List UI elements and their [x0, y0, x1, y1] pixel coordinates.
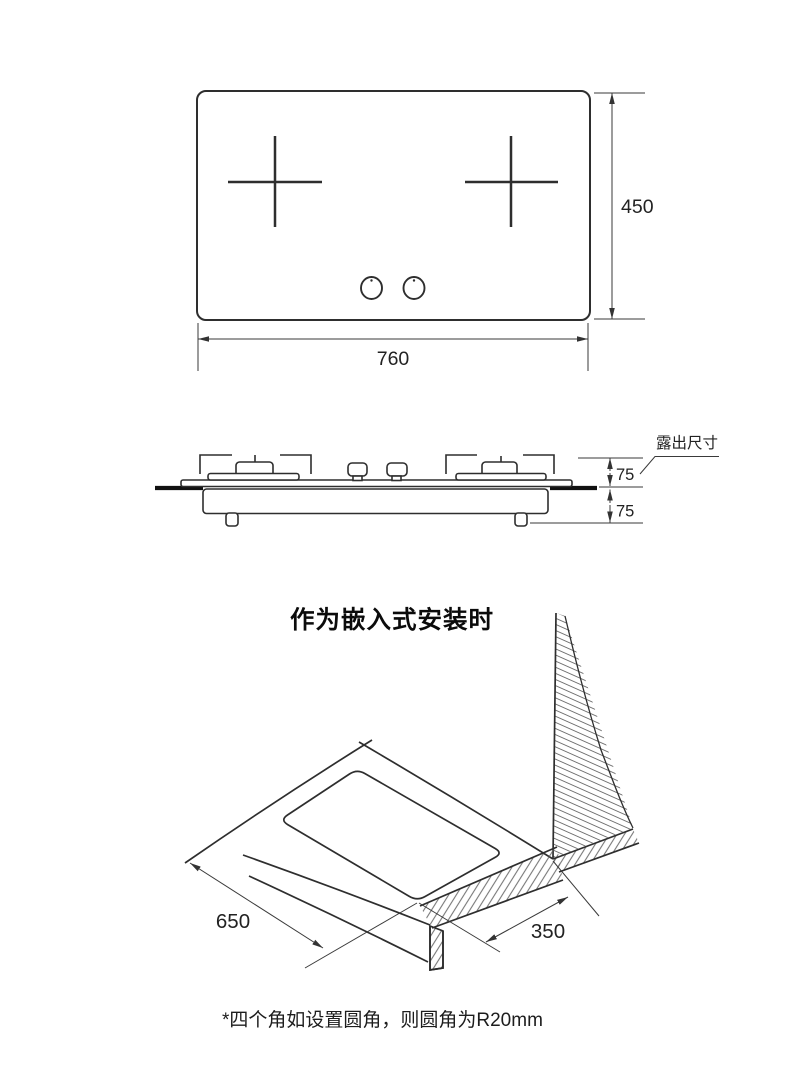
- top-view: 760 450: [196, 90, 654, 371]
- exposed-size-callout: [639, 456, 719, 475]
- counter-edge-past-wall-lower: [558, 842, 640, 873]
- burner-assembly-right: [445, 454, 555, 481]
- dimension-cutout-depth-value: 350: [531, 920, 565, 943]
- counter-edge-past-wall: [552, 828, 634, 860]
- callout-leader-line: [639, 456, 719, 475]
- witness-line: [418, 902, 501, 953]
- wall-broken-edge: [564, 615, 634, 829]
- side-view: 75 75 露出尺寸: [155, 434, 719, 527]
- burner-cross-left: [228, 136, 322, 227]
- stove-body: [202, 488, 549, 515]
- foot-left: [225, 512, 239, 527]
- dimension-depth-value: 450: [621, 196, 654, 218]
- burner-cross-right: [465, 136, 558, 227]
- knob-left-topview: [360, 276, 383, 300]
- knob-right-topview: [402, 276, 426, 300]
- cut-band-hatch: [420, 847, 563, 928]
- pan-support-bracket: [280, 454, 312, 474]
- front-apron-section: [429, 924, 444, 971]
- burner-assembly-left: [199, 454, 312, 481]
- isometric-cutout-view: 650 350: [184, 612, 640, 971]
- knob-indicator-dot: [412, 279, 416, 282]
- dimension-width-value: 760: [377, 348, 410, 370]
- dimension-above-counter-value: 75: [616, 466, 634, 484]
- cutout-opening: [282, 770, 500, 900]
- counter-back-right-edge: [358, 741, 554, 860]
- witness-line: [552, 860, 600, 917]
- wall-hatch-area: [553, 613, 633, 858]
- counter-back-left-edge: [184, 739, 373, 864]
- dimension-depth: [594, 92, 645, 320]
- knob-right-sideview: [386, 462, 408, 482]
- foot-right: [514, 512, 528, 527]
- cut-band-upper-edge: [419, 846, 558, 907]
- dimension-below-counter-value: 75: [616, 503, 634, 521]
- dimension-cutout-depth: [418, 860, 600, 953]
- pan-support-bracket: [523, 454, 555, 474]
- section-title: 作为嵌入式安装时: [290, 605, 494, 634]
- counter-edge-past-wall-hatch: [553, 829, 639, 872]
- burner-base-plate: [207, 472, 300, 481]
- knob-left-sideview: [347, 462, 368, 482]
- dimension-width: [197, 323, 589, 371]
- knob-indicator-dot: [370, 279, 373, 282]
- cooktop-outline: [196, 90, 591, 321]
- exposed-size-label: 露出尺寸: [656, 434, 718, 452]
- burner-base-plate: [455, 472, 547, 481]
- pan-support-bracket: [445, 454, 477, 474]
- dimension-heights: [530, 457, 643, 524]
- glass-panel: [180, 479, 573, 488]
- corner-radius-footnote: *四个角如设置圆角，则圆角为R20mm: [222, 1009, 543, 1031]
- dimension-cutout-length-value: 650: [216, 910, 250, 933]
- pan-support-bracket: [199, 454, 232, 474]
- wall-edge: [552, 612, 557, 859]
- witness-line: [304, 902, 418, 969]
- dimension-cutout-length: [189, 862, 418, 969]
